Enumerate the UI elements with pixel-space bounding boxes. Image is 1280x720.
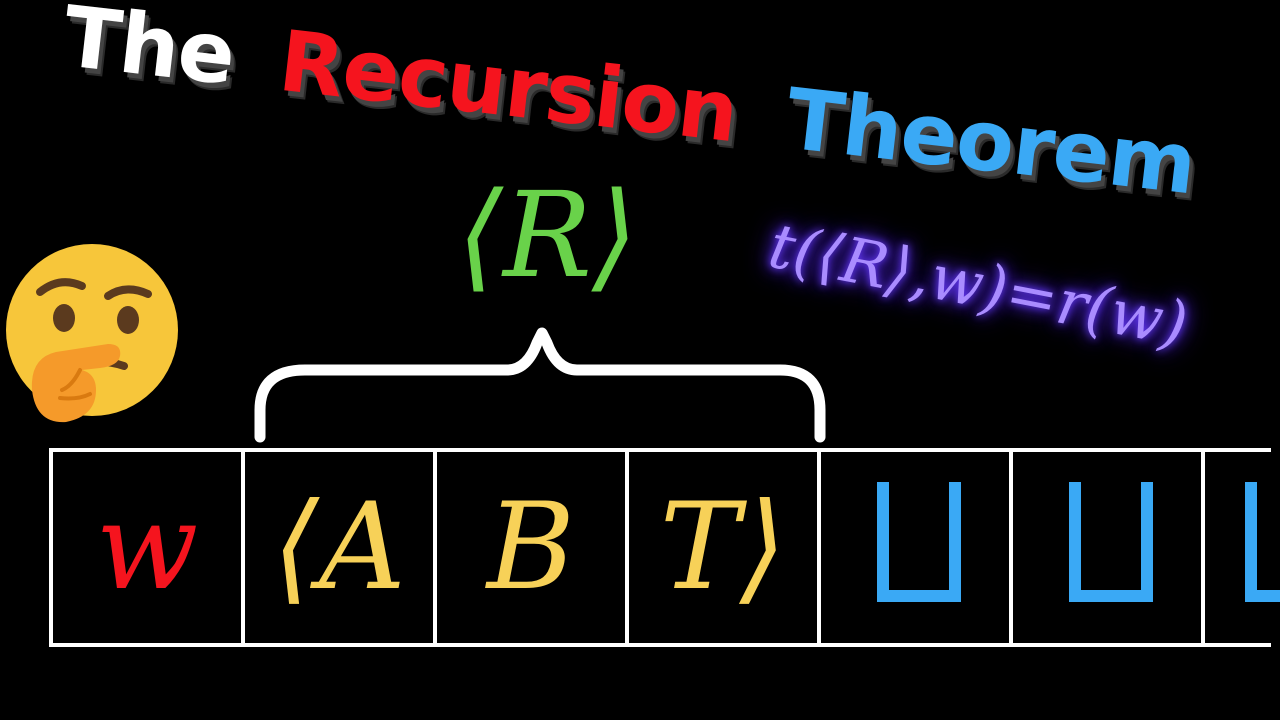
blank-symbol-icon (1245, 482, 1280, 602)
tape-symbol: ⟨A (272, 477, 406, 617)
blank-symbol-icon (877, 482, 961, 602)
blank-symbol-icon (1069, 482, 1153, 602)
tape-cell-blank (1009, 448, 1205, 647)
tape-cell: w (49, 448, 245, 647)
thinking-face-icon (6, 244, 178, 423)
curly-brace (254, 327, 826, 443)
tape: w ⟨A B T⟩ (49, 448, 1280, 647)
tape-symbol: T⟩ (659, 477, 787, 617)
tape-cell: T⟩ (625, 448, 821, 647)
tape-cell-blank (1201, 448, 1280, 647)
tape-cell-blank (817, 448, 1013, 647)
tape-symbol: B (486, 477, 576, 617)
tape-cell: ⟨A (241, 448, 437, 647)
tape-symbol: w (95, 477, 199, 617)
title-word-recursion: Recursion (274, 11, 743, 162)
title-word-theorem: Theorem (781, 69, 1201, 214)
r-description-label: ⟨R⟩ (457, 166, 638, 304)
title: The Recursion Theorem (50, 0, 1242, 290)
tape-cell: B (433, 448, 629, 647)
title-word-the: The (58, 0, 240, 104)
